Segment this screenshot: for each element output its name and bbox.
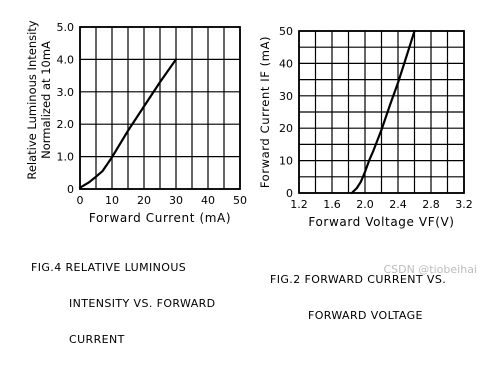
- chart1-ytick-label: 0: [67, 183, 74, 196]
- chart2-xtick-label: 2.0: [356, 198, 374, 211]
- chart2-group: [298, 29, 465, 195]
- fig4-caption: Fig.4 RELATIVE LUMINOUS INTENSITY VS. FO…: [31, 238, 216, 370]
- chart2-ytick-label: 30: [279, 90, 293, 103]
- chart2-ytick-label: 10: [279, 155, 293, 168]
- chart1-yaxis-label-line-1: Relative Luminous Intensity: [25, 20, 39, 179]
- chart1-yaxis-label-line-2: Normalized at 10mA: [39, 41, 53, 159]
- chart1-plot-frame: [79, 26, 241, 190]
- chart1-ytick-label: 4.0: [57, 53, 75, 66]
- chart2-series-line: [350, 29, 416, 195]
- fig4-caption-line-2: INTENSITY VS. FORWARD: [69, 297, 216, 310]
- chart2-yaxis-label: Forward Current IF (mA): [258, 36, 272, 188]
- chart2-xtick-label: 2.8: [422, 198, 440, 211]
- chart2-ytick-label: 50: [279, 25, 293, 38]
- fig4-caption-line-1: Fig.4 RELATIVE LUMINOUS: [31, 261, 187, 274]
- chart1-ytick-label: 1.0: [57, 151, 75, 164]
- chart2-xtick-label: 1.2: [290, 198, 308, 211]
- chart2-ytick-label: 0: [286, 187, 293, 200]
- fig2-caption-line-1: Fig.2 FORWARD CURRENT VS.: [270, 273, 447, 286]
- watermark: CSDN @tiobeihai: [383, 263, 477, 276]
- chart1-series-line: [78, 58, 178, 189]
- chart2-plot-frame: [298, 30, 465, 194]
- chart2-ytick-label: 20: [279, 122, 293, 135]
- chart2-xtick-label: 3.2: [455, 198, 473, 211]
- chart1-ytick-label: 2.0: [57, 118, 75, 131]
- fig2-caption-line-2: FORWARD VOLTAGE: [308, 309, 423, 322]
- chart2-xtick-label: 1.6: [323, 198, 341, 211]
- chart1-ytick-label: 3.0: [57, 86, 75, 99]
- chart1-xtick-label: 20: [137, 194, 151, 207]
- chart1-xtick-label: 40: [201, 194, 215, 207]
- chart2-xaxis-label: Forward Voltage VF(V): [308, 215, 454, 229]
- chart1-xtick-label: 30: [169, 194, 183, 207]
- chart2-xtick-label: 2.4: [389, 198, 407, 211]
- chart1-xtick-label: 0: [77, 194, 84, 207]
- fig4-caption-line-3: CURRENT: [69, 333, 125, 346]
- chart1-xtick-label: 10: [105, 194, 119, 207]
- chart1-ytick-label: 5.0: [57, 21, 75, 34]
- chart2-ytick-label: 40: [279, 57, 293, 70]
- chart1-group: [78, 26, 241, 190]
- chart1-xaxis-label: Forward Current (mA): [89, 211, 231, 225]
- chart1-xtick-label: 50: [233, 194, 247, 207]
